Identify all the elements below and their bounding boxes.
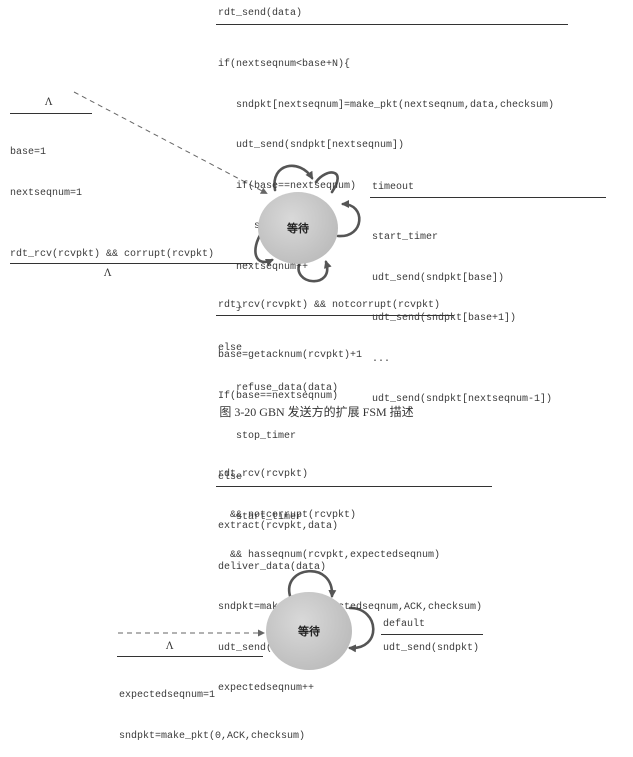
sender-ack-event: rdt_rcv(rcvpkt) && notcorrupt(rcvpkt): [218, 300, 441, 311]
receiver-rcv-actions: extract(rcvpkt,data) deliver_data(data) …: [218, 521, 483, 694]
receiver-wait-state: 等待: [266, 592, 352, 670]
receiver-init-actions: expectedseqnum=1 sndpkt=make_pkt(0,ACK,c…: [119, 690, 306, 742]
sender-init-arrow: [73, 91, 268, 194]
sender-send-rule: [216, 24, 568, 25]
receiver-default-rule: [381, 634, 483, 635]
receiver-rcv-rule: [216, 486, 492, 487]
sender-corrupt-event: rdt_rcv(rcvpkt) && corrupt(rcvpkt): [10, 249, 215, 260]
receiver-rcv-event: rdt_rcv(rcvpkt) && notcorrupt(rcvpkt) &&…: [218, 469, 441, 561]
sender-corrupt-rule: [10, 263, 252, 264]
sender-ack-actions: base=getacknum(rcvpkt)+1 If(base==nextse…: [218, 350, 363, 523]
sender-state-label: 等待: [287, 222, 309, 235]
sender-send-event: rdt_send(data): [218, 8, 303, 19]
sender-ack-rule: [216, 315, 454, 316]
figure-caption: 图 3-20 GBN 发送方的扩展 FSM 描述: [219, 405, 414, 419]
sender-wait-state: 等待: [258, 192, 338, 264]
sender-corrupt-action: Λ: [104, 268, 112, 279]
sender-init-event: Λ: [45, 97, 53, 108]
receiver-init-rule: [117, 656, 263, 657]
sender-ack-loop: [297, 260, 332, 283]
receiver-state-label: 等待: [298, 625, 320, 638]
sender-timeout-actions: start_timer udt_send(sndpkt[base]) udt_s…: [372, 232, 553, 405]
sender-timeout-rule: [370, 197, 606, 198]
receiver-default-action: udt_send(sndpkt): [383, 643, 480, 654]
receiver-default-event: default: [383, 619, 426, 630]
sender-timeout-event: timeout: [372, 182, 415, 193]
sender-init-actions: base=1 nextseqnum=1: [10, 147, 83, 199]
receiver-default-loop: [348, 606, 375, 653]
receiver-init-event: Λ: [166, 641, 174, 652]
sender-init-rule: [10, 113, 92, 114]
sender-send-loop-right: [314, 171, 339, 194]
sender-send-loop: [273, 164, 314, 192]
sender-timeout-loop: [336, 200, 361, 238]
receiver-rcv-loop: [287, 569, 337, 598]
